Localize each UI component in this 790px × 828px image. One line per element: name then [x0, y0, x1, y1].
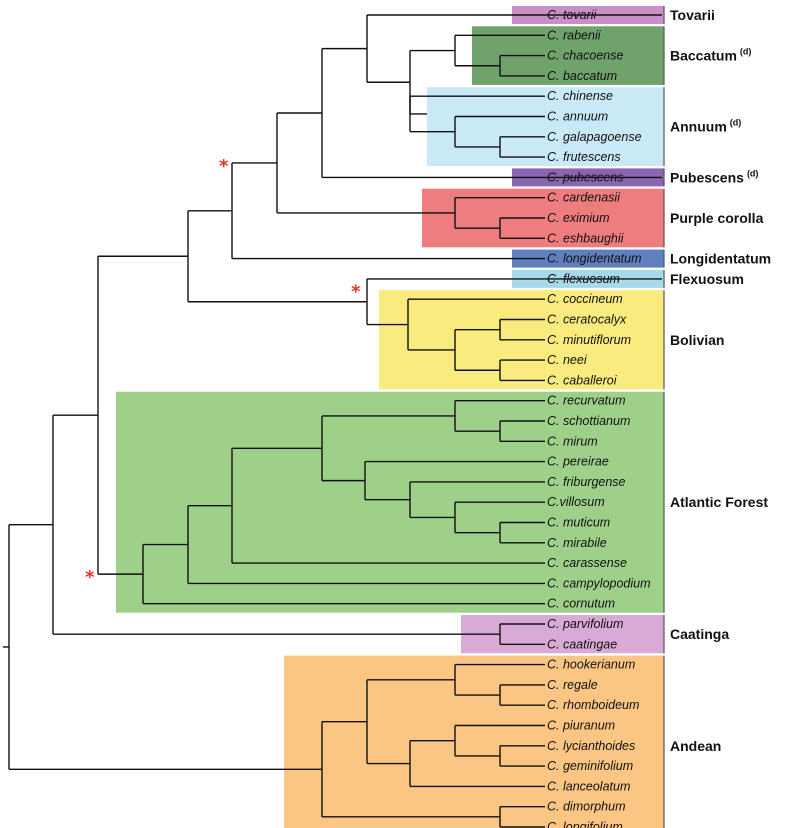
- clade-label-purple_corolla: Purple corolla: [670, 210, 764, 226]
- species-label: C. dimorphum: [547, 800, 626, 814]
- species-label: C. chacoense: [547, 49, 623, 63]
- support-markers: * * *: [85, 156, 361, 588]
- clade-box-annuum: [427, 87, 664, 167]
- species-label: C. campylopodium: [547, 576, 651, 590]
- clade-label-bolivian: Bolivian: [670, 332, 724, 348]
- species-label: C. eshbaughii: [547, 231, 625, 245]
- species-label: C. caatingae: [547, 637, 617, 651]
- clade-label-annuum: Annuum(d): [670, 118, 741, 135]
- species-label: C. longifolium: [547, 820, 623, 828]
- species-label: C. recurvatum: [547, 394, 626, 408]
- clade-label-caatinga: Caatinga: [670, 626, 729, 642]
- species-label: C. parvifolium: [547, 617, 623, 631]
- species-label: C. neei: [547, 353, 588, 367]
- species-label: C. mirum: [547, 434, 598, 448]
- species-label: C. piuranum: [547, 719, 615, 733]
- species-label: C. muticum: [547, 516, 610, 530]
- species-label: C. minutiflorum: [547, 333, 631, 347]
- species-label: C. rabenii: [547, 28, 602, 42]
- clade-boxes: [116, 6, 664, 828]
- species-label: C. schottianum: [547, 414, 630, 428]
- clade-label-flexuosum: Flexuosum: [670, 271, 744, 287]
- species-label: C. carassense: [547, 556, 627, 570]
- species-label: C. friburgense: [547, 475, 626, 489]
- species-label: C. geminifolium: [547, 759, 633, 773]
- clade-superscript: (d): [747, 168, 759, 178]
- clade-label-tovarii: Tovarii: [670, 7, 715, 23]
- species-label: C. pubescens: [547, 170, 623, 184]
- species-label: C. frutescens: [547, 150, 621, 164]
- clade-label-baccatum: Baccatum(d): [670, 47, 751, 64]
- species-label: C. eximium: [547, 211, 610, 225]
- species-label: C. pereirae: [547, 455, 609, 469]
- species-labels: C. tovarii C. rabenii C. chacoense C. bacca…: [547, 8, 651, 828]
- species-label: C. rhomboideum: [547, 698, 639, 712]
- clade-superscript: (d): [740, 47, 752, 57]
- species-label: C. baccatum: [547, 69, 617, 83]
- species-label: C. flexuosum: [547, 272, 620, 286]
- species-label: C. annuum: [547, 110, 608, 124]
- species-label: C. chinense: [547, 89, 613, 103]
- species-label: C. galapagoense: [547, 130, 642, 144]
- clade-label-andean: Andean: [670, 738, 721, 754]
- species-label: C. caballeroi: [547, 373, 618, 387]
- species-label: C. lycianthoides: [547, 739, 635, 753]
- species-label: C. cardenasii: [547, 191, 621, 205]
- clade-label-atlantic_forest: Atlantic Forest: [670, 494, 768, 510]
- clade-box-longidentatum: [512, 249, 664, 268]
- clade-superscript: (d): [730, 118, 742, 128]
- clade-box-andean: [284, 655, 664, 828]
- species-label: C. ceratocalyx: [547, 313, 627, 327]
- species-label: C. longidentatum: [547, 252, 642, 266]
- species-label: C. mirabile: [547, 536, 607, 550]
- species-label: C. coccineum: [547, 292, 623, 306]
- clade-label-pubescens: Pubescens(d): [670, 168, 758, 185]
- support-star-icon: *: [85, 567, 95, 588]
- clade-box-atlantic_forest: [116, 391, 664, 613]
- support-star-icon: *: [351, 282, 361, 303]
- clade-label-longidentatum: Longidentatum: [670, 251, 771, 267]
- species-label: C. lanceolatum: [547, 779, 630, 793]
- species-label: C.villosum: [547, 495, 605, 509]
- species-label: C. cornutum: [547, 597, 615, 611]
- species-label: C. hookerianum: [547, 658, 635, 672]
- support-star-icon: *: [219, 156, 229, 177]
- species-label: C. regale: [547, 678, 598, 692]
- species-label: C. tovarii: [547, 8, 598, 22]
- tree-branches: [3, 14, 662, 828]
